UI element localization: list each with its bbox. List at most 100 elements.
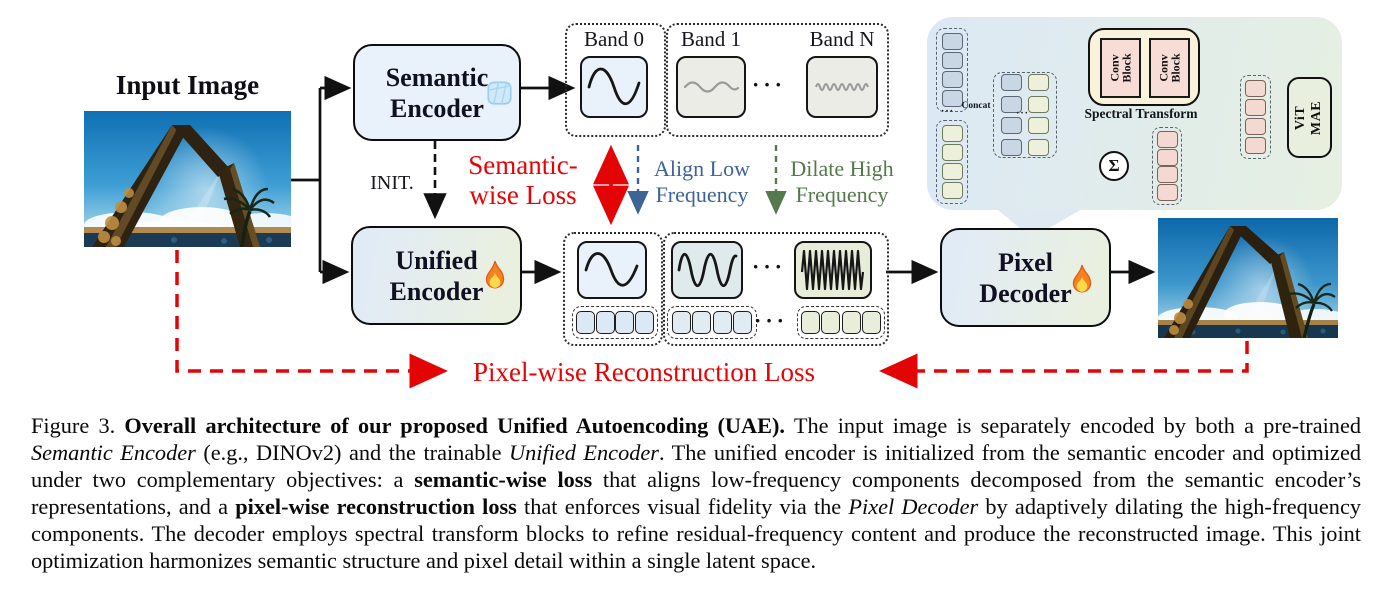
token [575, 311, 595, 334]
pixel-wise-loss-label: Pixel-wise Reconstruction Loss [473, 357, 815, 387]
token [1000, 139, 1022, 157]
band0-label: Band 0 [583, 27, 645, 51]
pixel-decoder-box: Pixel Decoder [940, 228, 1111, 327]
token-row [572, 306, 658, 339]
token [941, 125, 963, 142]
conv-block-1: Conv Block [1100, 38, 1141, 98]
output-photo-graphic [1158, 218, 1338, 338]
token [1156, 166, 1178, 184]
token [1245, 80, 1266, 97]
unified-band0-group [563, 232, 663, 346]
low-frequency-wave-icon [584, 252, 639, 287]
palm-fronds [1289, 282, 1336, 312]
unified-encoder-box: Unified Encoder [351, 226, 522, 325]
merged-column-semantic [1000, 70, 1022, 160]
merged-column-pixel [1028, 70, 1050, 160]
bandN-wave-box [806, 56, 878, 118]
concat-label: Concat [961, 101, 991, 111]
dilate-high-frequency-label: Dilate High Frequency [790, 156, 894, 207]
token [1028, 139, 1050, 157]
flame-icon [482, 229, 508, 321]
token-row [667, 306, 757, 339]
input-photo-graphic [84, 111, 291, 247]
token [1000, 117, 1022, 135]
bandN-label: Band N [809, 27, 875, 51]
pixel-loss-left-path [175, 250, 448, 389]
semantic-wise-loss-label: Semantic- wise Loss [468, 150, 578, 210]
token [1156, 148, 1178, 166]
token [1245, 137, 1266, 154]
token [941, 33, 963, 50]
ice-cube-icon [486, 48, 513, 137]
token [941, 163, 963, 180]
band0-wave-box [580, 56, 648, 118]
semantic-feature-stack [936, 28, 968, 112]
unified-band1-wave-box [671, 241, 743, 299]
high-frequency-small-wave-icon [815, 83, 869, 91]
token [941, 182, 963, 199]
unified-band0-wave-box [577, 241, 647, 299]
token [941, 52, 963, 69]
token-row [797, 306, 885, 339]
token [671, 311, 691, 334]
token [941, 90, 963, 107]
pixel-loss-right-path [879, 341, 1249, 389]
token [1028, 95, 1050, 113]
conv-block-label: Conv Block [1156, 53, 1183, 83]
small-wave-icon [683, 81, 740, 93]
token [861, 311, 881, 334]
semantic-encoder-label: Semantic Encoder [385, 62, 489, 123]
token [1156, 184, 1178, 202]
reconstructed-image [1158, 218, 1338, 338]
token [1000, 95, 1022, 113]
unified-bandN-wave-box [794, 241, 872, 299]
token [1028, 73, 1050, 91]
band1-label: Band 1 [680, 27, 742, 51]
input-image-label: Input Image [115, 70, 260, 100]
pixel-decoder-label: Pixel Decoder [979, 247, 1072, 308]
token [595, 311, 615, 334]
vit-mae-box: ViT MAE [1287, 77, 1332, 158]
band-ellipsis: ··· [752, 72, 787, 97]
input-image [84, 111, 291, 247]
flame-icon [1069, 233, 1095, 325]
summed-token-stack [1152, 127, 1182, 205]
token [1245, 118, 1266, 135]
input-split-line [291, 88, 322, 272]
mid-frequency-wave-icon [677, 252, 738, 288]
token [615, 311, 635, 334]
init-label: INIT. [370, 172, 414, 194]
token [1245, 99, 1266, 116]
token [941, 144, 963, 161]
conv-block-label: Conv Block [1107, 53, 1134, 83]
token [635, 311, 655, 334]
spectral-transform-label: Spectral Transform [1084, 106, 1198, 121]
palm-fronds [223, 187, 275, 218]
pixel-feature-stack [936, 120, 968, 204]
token [1028, 117, 1050, 135]
token [1156, 130, 1178, 148]
figure-caption: Figure 3. Overall architecture of our pr… [31, 413, 1361, 573]
concatenated-feature-box [993, 72, 1057, 158]
sigma-symbol: Σ [1099, 151, 1129, 181]
band1-wave-box [676, 56, 746, 118]
band0-group [565, 23, 666, 137]
fused-token-stack [1240, 75, 1271, 159]
spectral-transform-block: Conv Block Conv Block [1088, 28, 1200, 106]
token [801, 311, 821, 334]
band-ellipsis: ··· [752, 254, 787, 279]
token [821, 311, 841, 334]
token-ellipsis: ··· [754, 308, 789, 333]
token [733, 311, 753, 334]
conv-block-2: Conv Block [1149, 38, 1190, 98]
unified-encoder-label: Unified Encoder [389, 245, 484, 306]
align-low-frequency-label: Align Low Frequency [654, 156, 750, 207]
token [841, 311, 861, 334]
band1-to-n-group [666, 23, 889, 137]
merge-ellipsis: ··· [1016, 108, 1030, 119]
token [1000, 73, 1022, 91]
unified-band1-to-n-group [663, 232, 889, 346]
token [712, 311, 732, 334]
vit-mae-label: ViT MAE [1293, 100, 1325, 135]
inset-callout-tail [993, 206, 1087, 238]
